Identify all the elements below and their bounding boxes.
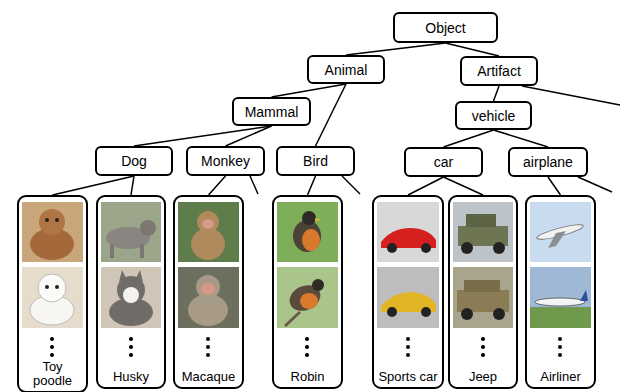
category-column: Robin [272,195,343,389]
node-label: car [434,154,453,170]
tree-branch [209,176,226,195]
class-label: Sports car [377,370,439,384]
node-label: vehicle [472,108,516,124]
tree-branch [444,130,494,147]
robin-photos [277,202,338,328]
class-label: Husky [101,370,161,384]
tree-branch [548,177,561,195]
tree-branch [316,84,347,146]
category-column: Macaque [173,195,244,389]
category-box: car [404,147,483,177]
category-column: Sports car [372,195,444,389]
category-box: airplane [508,147,588,177]
category-box: vehicle [455,101,532,130]
poodle-photos [22,202,83,328]
category-box: Bird [276,146,355,176]
node-label: Bird [303,153,328,169]
tree-branch [444,177,484,195]
node-label: Animal [325,62,368,78]
tree-branch [134,126,272,146]
tree-branch [494,86,500,101]
category-column: Jeep [448,195,518,389]
node-label: Object [425,20,465,36]
category-column: Airliner [525,195,596,389]
tree-branch [494,130,549,147]
category-box: Monkey [186,146,265,176]
node-label: Mammal [245,104,299,120]
category-column: Husky [96,195,166,389]
continuation-dots [50,337,562,357]
tree-branch [272,84,347,97]
category-column: Toy poodle [17,195,88,392]
tree-branch [53,176,135,195]
category-box: Dog [95,146,173,176]
tree-branch [131,176,134,195]
node-label: Artifact [477,63,521,79]
tree-branch [446,43,500,56]
category-box: Animal [307,55,385,84]
tree-branch [308,176,316,195]
macaque-photos [178,202,239,328]
class-label: Macaque [178,370,239,384]
node-label: Dog [121,153,147,169]
category-box: Artifact [460,56,538,86]
jeep-photos [453,202,513,328]
dangling-branches [250,86,620,194]
tree-branch [346,43,446,55]
airliner-photos [530,202,591,328]
category-box: Mammal [232,97,311,126]
node-label: airplane [523,154,573,170]
tree-branch [408,177,444,195]
class-label: Toy poodle [22,360,83,388]
node-label: Monkey [201,153,250,169]
category-box: Object [393,12,498,43]
sports-car-photos [377,202,439,328]
class-label: Robin [277,370,338,384]
class-label: Airliner [530,370,591,384]
tree-branch [226,126,272,146]
husky-photos [101,202,161,328]
class-label: Jeep [453,370,513,384]
